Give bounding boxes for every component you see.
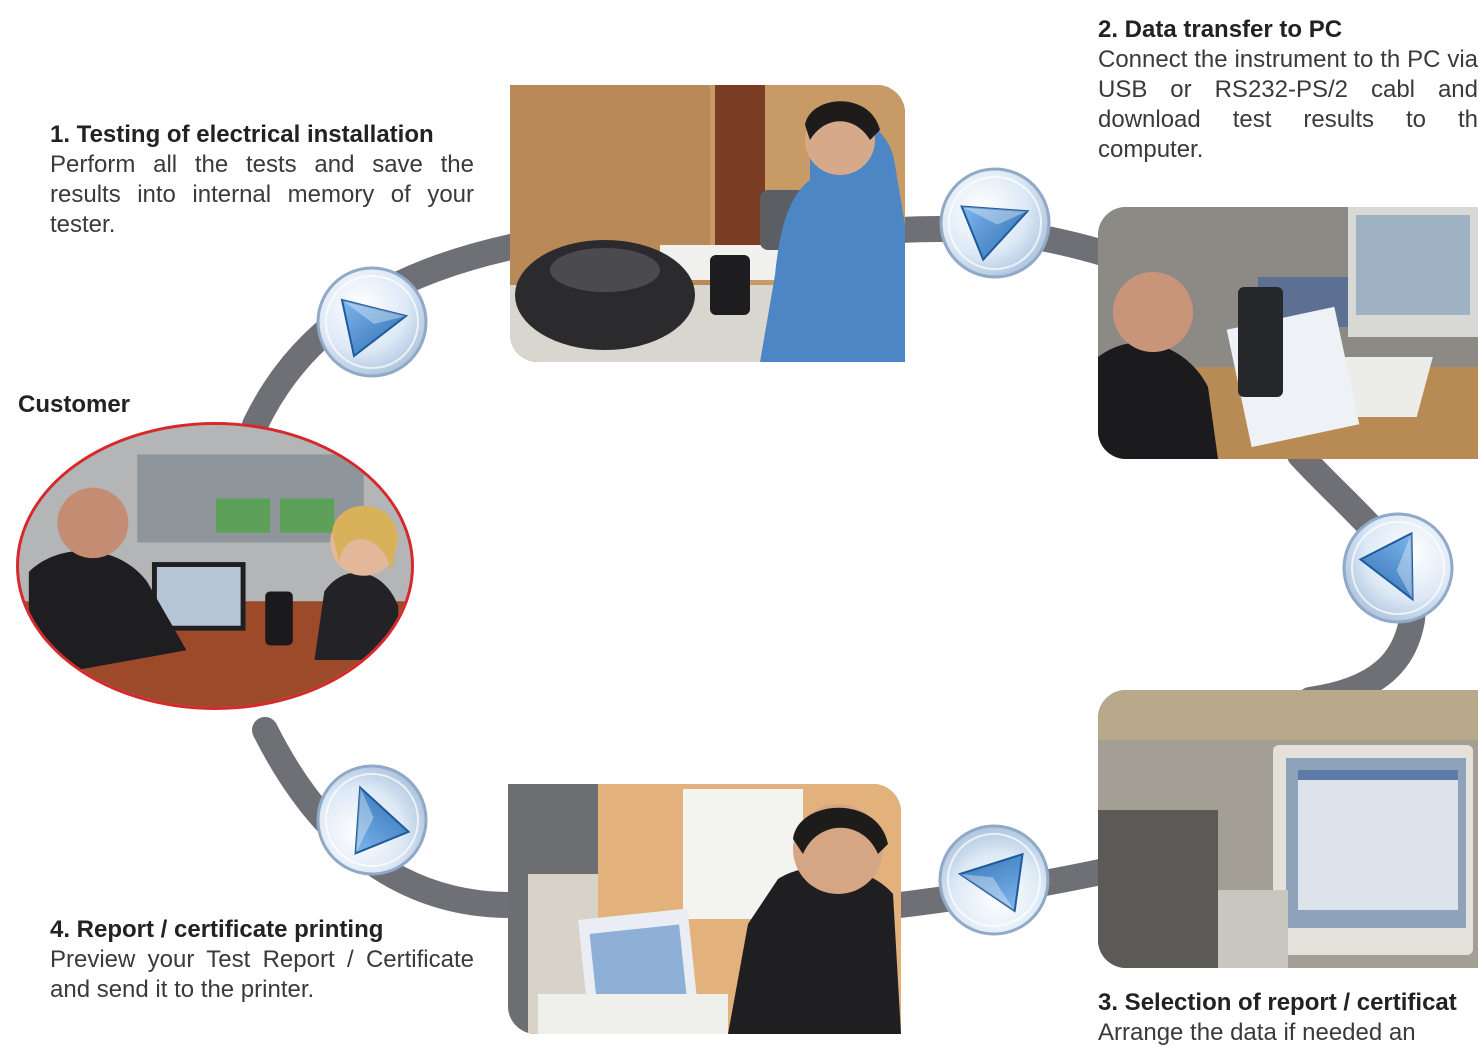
photo-selection [1098,690,1478,968]
step-2-title: 2. Data transfer to PC [1098,16,1343,43]
photo-data-transfer [1098,207,1478,459]
step-1-body: Perform all the tests and save the resul… [50,151,474,238]
step-4-title: 4. Report / certificate printing [50,916,384,943]
customer-label-text: Customer [18,391,131,418]
arrow-medallion-1 [316,266,428,378]
step-3-text: 3. Selection of report / certificat Arra… [1098,988,1478,1048]
step-4-body: Preview your Test Report / Certificate a… [50,946,474,1003]
customer-label: Customer [18,390,130,420]
step-2-body: Connect the instrument to th PC via USB … [1098,46,1478,163]
arrow-medallion-4 [923,809,1065,951]
arrow-medallion-5 [307,755,437,885]
step-3-body: Arrange the data if needed an [1098,1019,1416,1046]
step-1-text: 1. Testing of electrical installation Pe… [50,120,474,240]
arrow-medallion-2 [930,158,1060,288]
step-1-title: 1. Testing of electrical installation [50,121,434,148]
photo-printing [508,784,901,1034]
photo-testing [510,85,905,362]
step-2-text: 2. Data transfer to PC Connect the instr… [1098,15,1478,165]
photo-customer [16,422,414,710]
step-3-title: 3. Selection of report / certificat [1098,989,1457,1016]
step-4-text: 4. Report / certificate printing Preview… [50,915,474,1005]
